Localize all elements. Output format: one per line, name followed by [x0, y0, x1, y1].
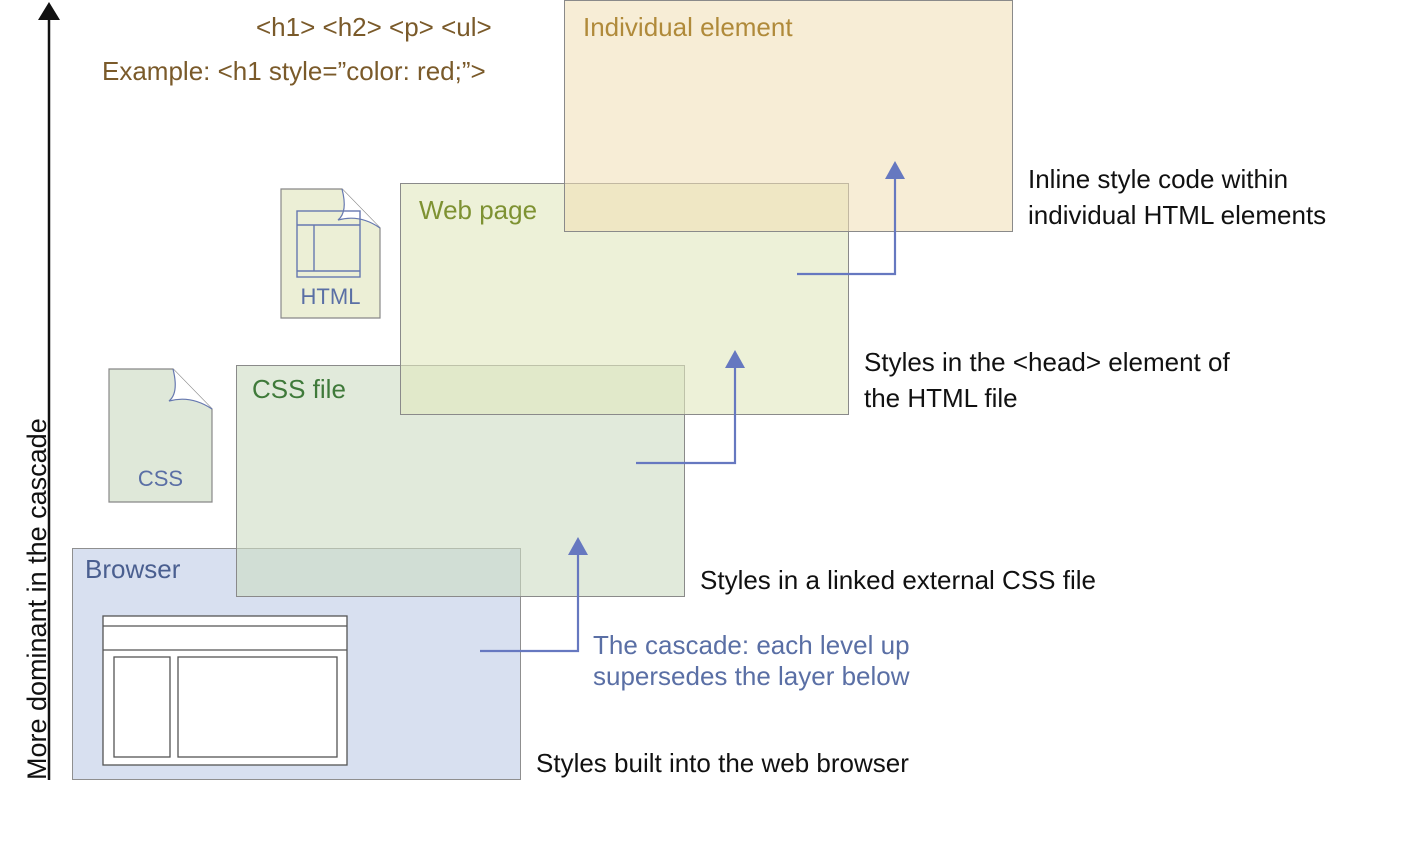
individual-element-title: Individual element: [583, 12, 793, 42]
arrowhead-3-icon: [885, 161, 905, 179]
css-file-description: Styles in a linked external CSS file: [700, 562, 1096, 598]
browser-description: Styles built into the web browser: [536, 745, 909, 781]
description-line: Styles in the <head> element of: [864, 347, 1230, 377]
arrowhead-1-icon: [568, 537, 588, 555]
description-line: the HTML file: [864, 383, 1018, 413]
individual-element-description: Inline style code within individual HTML…: [1028, 161, 1326, 233]
description-line: Inline style code within: [1028, 164, 1289, 194]
html-file-icon: [280, 188, 381, 319]
description-line: Styles in a linked external CSS file: [700, 565, 1096, 595]
cascade-note: The cascade: each level up supersedes th…: [593, 630, 910, 692]
web-page-title: Web page: [419, 195, 538, 225]
css-file-title: CSS file: [252, 374, 346, 404]
individual-element-panel: [564, 0, 1013, 232]
html-icon-label: HTML: [300, 284, 361, 309]
description-line: individual HTML elements: [1028, 200, 1327, 230]
cascade-note-line: supersedes the layer below: [593, 661, 910, 691]
axis-arrowhead: [38, 2, 60, 20]
css-file-icon: [108, 368, 213, 503]
cascade-arrow-2: [636, 366, 737, 465]
browser-title: Browser: [85, 554, 181, 584]
web-page-description: Styles in the <head> element of the HTML…: [864, 344, 1230, 416]
cascade-arrow-3: [797, 177, 897, 276]
inline-style-example: Example: <h1 style=”color: red;”>: [102, 56, 486, 86]
css-icon-label: CSS: [137, 466, 184, 491]
arrowhead-2-icon: [725, 350, 745, 368]
tags-list: <h1> <h2> <p> <ul>: [256, 12, 492, 42]
cascade-note-line: The cascade: each level up: [593, 630, 910, 660]
cascade-arrow-1: [480, 553, 580, 653]
description-line: Styles built into the web browser: [536, 748, 909, 778]
